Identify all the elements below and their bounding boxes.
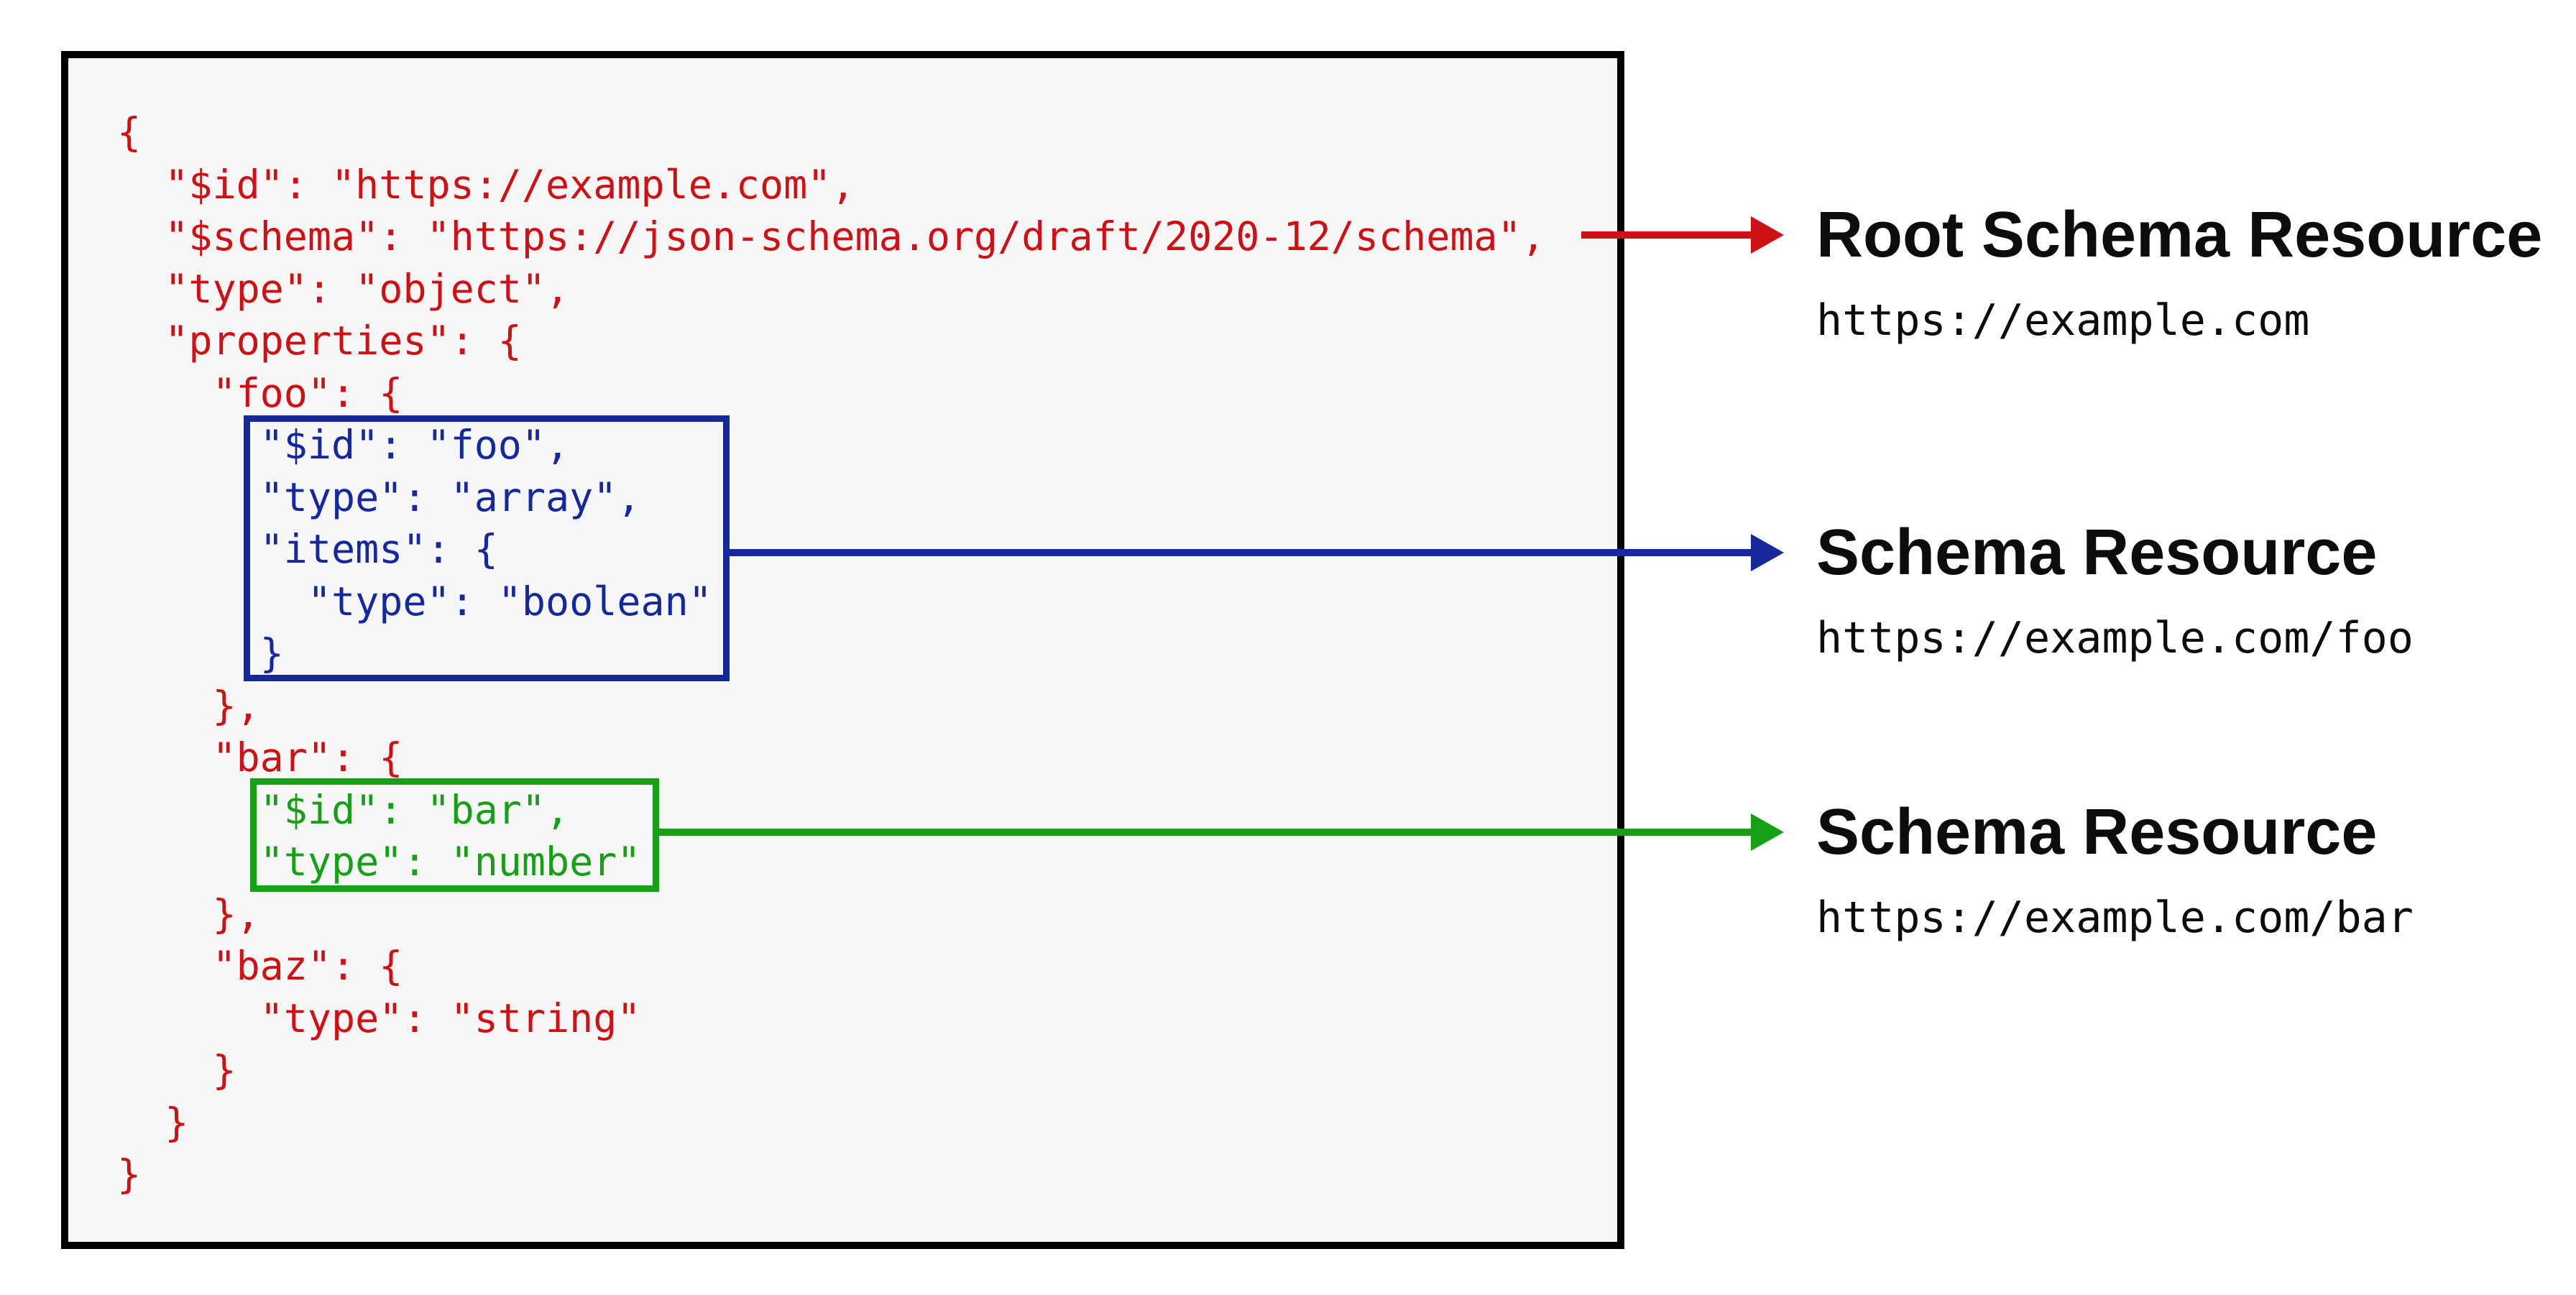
foo-schema-box bbox=[244, 415, 730, 681]
code-line: } bbox=[117, 1099, 189, 1146]
root-schema-label: Root Schema Resource https://example.com bbox=[1816, 195, 2542, 347]
code-line: "foo": { bbox=[117, 369, 403, 416]
label-title: Root Schema Resource bbox=[1816, 199, 2543, 271]
bar-schema-box bbox=[250, 778, 659, 892]
label-uri: https://example.com/bar bbox=[1816, 893, 2414, 943]
arrowhead-icon bbox=[1751, 216, 1784, 254]
code-line: "items": { bbox=[117, 526, 498, 572]
schema-code-panel bbox=[61, 51, 1624, 1249]
code-block: { "$id": "https://example.com", "$schema… bbox=[117, 106, 1545, 1201]
code-line: } bbox=[117, 630, 284, 676]
code-line: "properties": { bbox=[117, 318, 522, 364]
code-line: "type": "object", bbox=[117, 265, 570, 312]
code-line: }, bbox=[117, 682, 260, 729]
arrow-line bbox=[1581, 231, 1751, 239]
code-line: "baz": { bbox=[117, 943, 403, 989]
code-line: "bar": { bbox=[117, 734, 403, 780]
code-line: { bbox=[117, 109, 142, 155]
code-line: "$schema": "https://json-schema.org/draf… bbox=[117, 213, 1545, 259]
code-line: }, bbox=[117, 890, 260, 937]
code-line: "$id": "bar", bbox=[117, 786, 570, 833]
foo-schema-label: Schema Resource https://example.com/foo bbox=[1816, 513, 2414, 665]
code-line: "type": "number" bbox=[117, 839, 641, 885]
label-title: Schema Resource bbox=[1816, 517, 2378, 589]
code-line: "$id": "foo", bbox=[117, 422, 570, 468]
code-line: "$id": "https://example.com", bbox=[117, 161, 855, 208]
code-line: "type": "boolean" bbox=[117, 578, 712, 625]
bar-schema-label: Schema Resource https://example.com/bar bbox=[1816, 793, 2414, 944]
label-title: Schema Resource bbox=[1816, 796, 2378, 868]
label-uri: https://example.com/foo bbox=[1816, 613, 2414, 663]
arrowhead-icon bbox=[1751, 814, 1784, 851]
code-line: "type": "array", bbox=[117, 474, 641, 520]
arrowhead-icon bbox=[1751, 534, 1784, 571]
code-line: } bbox=[117, 1047, 236, 1093]
code-line: "type": "string" bbox=[117, 995, 641, 1041]
code-line: } bbox=[117, 1151, 142, 1197]
label-uri: https://example.com bbox=[1816, 295, 2310, 346]
arrow-line bbox=[659, 829, 1751, 836]
arrow-line bbox=[730, 549, 1751, 556]
